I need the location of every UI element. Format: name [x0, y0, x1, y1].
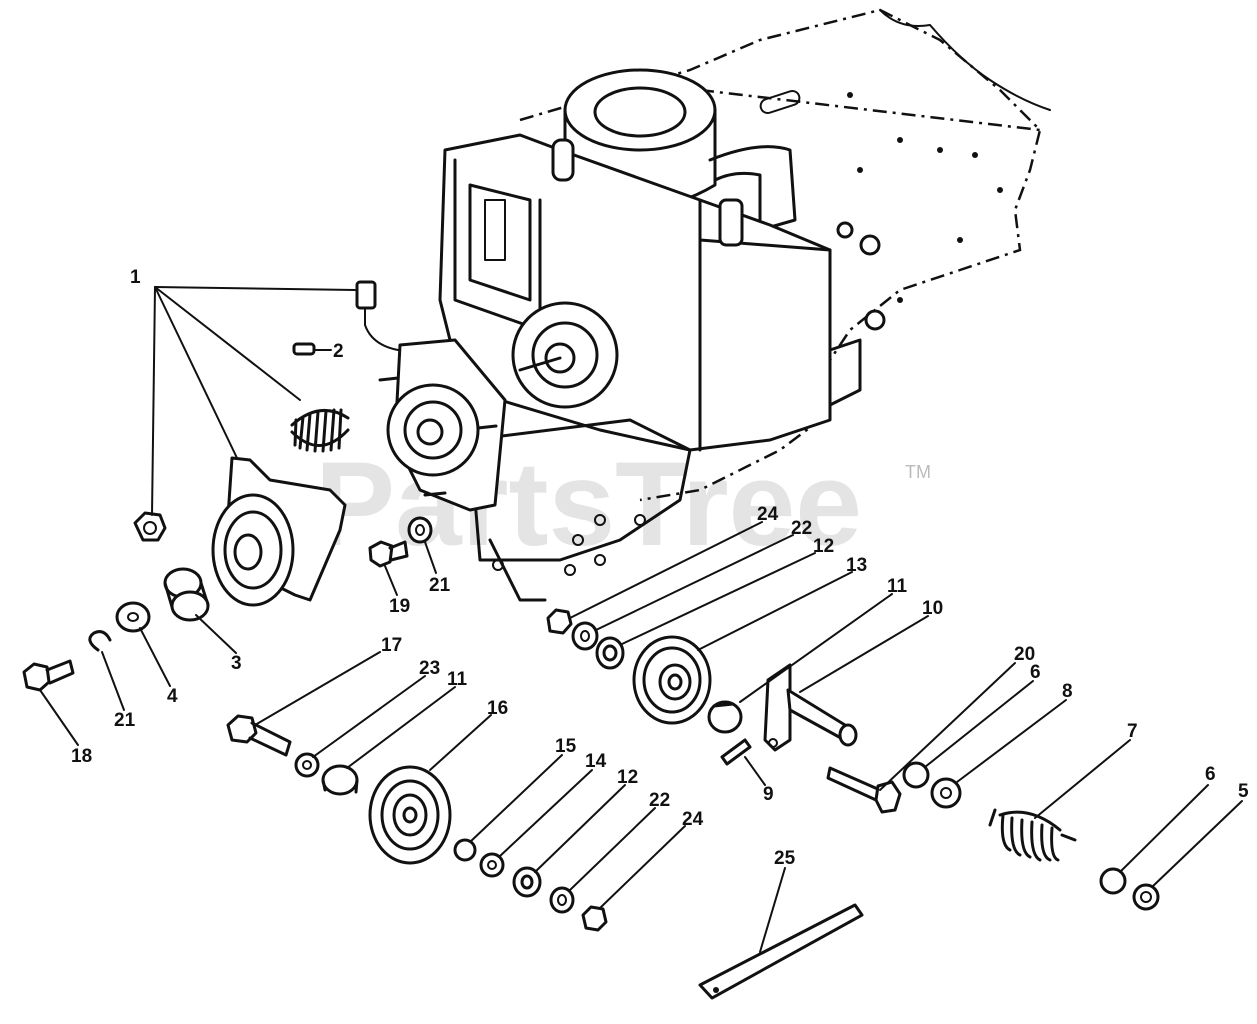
part-bushing-12-upper — [595, 636, 625, 670]
part-bushing-6-lower — [1099, 867, 1127, 895]
callout-12-upper: 12 — [813, 536, 834, 557]
part-ring-5 — [1132, 883, 1160, 911]
part-bushing-6-upper — [902, 761, 930, 789]
part-bushing-12-lower — [512, 866, 542, 898]
callout-22-upper: 22 — [791, 518, 812, 539]
callout-10: 10 — [922, 598, 943, 619]
clutch-mount-plate — [378, 338, 507, 512]
callout-12-lower: 12 — [617, 767, 638, 788]
callout-24-upper: 24 — [757, 504, 779, 525]
part-washer-4 — [115, 601, 151, 633]
callout-3: 3 — [231, 653, 242, 674]
callout-11-left: 11 — [447, 669, 468, 690]
callout-21-right: 21 — [429, 575, 451, 596]
callout-6-upper: 6 — [1030, 662, 1041, 683]
part-clutch-assembly-left — [211, 456, 347, 607]
part-bolt-19 — [368, 540, 409, 568]
part-bushing-15 — [453, 838, 477, 862]
callout-25: 25 — [774, 848, 796, 869]
part-bolt-17 — [226, 714, 292, 757]
part-spacer-3 — [163, 567, 210, 622]
part-nut-1 — [133, 511, 167, 542]
leader-lines — [39, 286, 1243, 953]
callout-9: 9 — [763, 784, 774, 805]
callout-23: 23 — [419, 658, 440, 679]
part-nut-24-lower — [581, 905, 608, 932]
part-key-2 — [292, 342, 316, 356]
part-washer-8 — [930, 777, 962, 809]
part-bar-25 — [698, 903, 864, 1000]
part-nut-24-upper — [546, 608, 573, 635]
callout-20: 20 — [1014, 644, 1035, 665]
callout-5: 5 — [1238, 781, 1249, 802]
watermark-trademark: TM — [905, 462, 931, 482]
callout-13: 13 — [846, 555, 867, 576]
part-spring-7 — [988, 808, 1077, 862]
part-bolt-20 — [826, 766, 902, 814]
part-lockwasher-21-left — [88, 630, 112, 652]
callout-15: 15 — [555, 736, 577, 757]
part-washer-14 — [479, 852, 505, 878]
callout-7: 7 — [1127, 721, 1138, 742]
electric-clutch-wire — [355, 280, 399, 351]
part-pulley-16 — [368, 765, 452, 865]
callout-19: 19 — [389, 596, 410, 617]
callout-22-lower: 22 — [649, 790, 670, 811]
callout-21-left: 21 — [114, 710, 136, 731]
callout-6-lower: 6 — [1205, 764, 1216, 785]
callout-4: 4 — [167, 686, 178, 707]
callout-labels: 1 2 3 4 5 6 6 7 8 9 10 11 11 12 12 13 14… — [71, 267, 1249, 869]
part-spacer-11-left — [321, 764, 359, 796]
callout-2: 2 — [333, 341, 344, 362]
callout-1: 1 — [130, 267, 141, 288]
part-washer-23 — [294, 752, 320, 778]
part-lockwasher-21-right — [407, 516, 433, 544]
part-spacer-11-right — [707, 700, 743, 734]
callout-11-right: 11 — [887, 576, 908, 597]
part-pin-9 — [720, 738, 752, 766]
callout-8: 8 — [1062, 681, 1073, 702]
part-washer-22-lower — [549, 886, 575, 914]
part-spring — [290, 408, 350, 453]
callout-24-lower: 24 — [682, 809, 704, 830]
callout-17: 17 — [381, 635, 402, 656]
part-idler-arm-10 — [763, 663, 858, 752]
part-bolt-18 — [22, 659, 75, 692]
part-idler-pulley-13 — [632, 635, 712, 725]
callout-18: 18 — [71, 746, 92, 767]
callout-14: 14 — [585, 751, 607, 772]
part-washer-22-upper — [571, 621, 599, 651]
callout-16: 16 — [487, 698, 508, 719]
